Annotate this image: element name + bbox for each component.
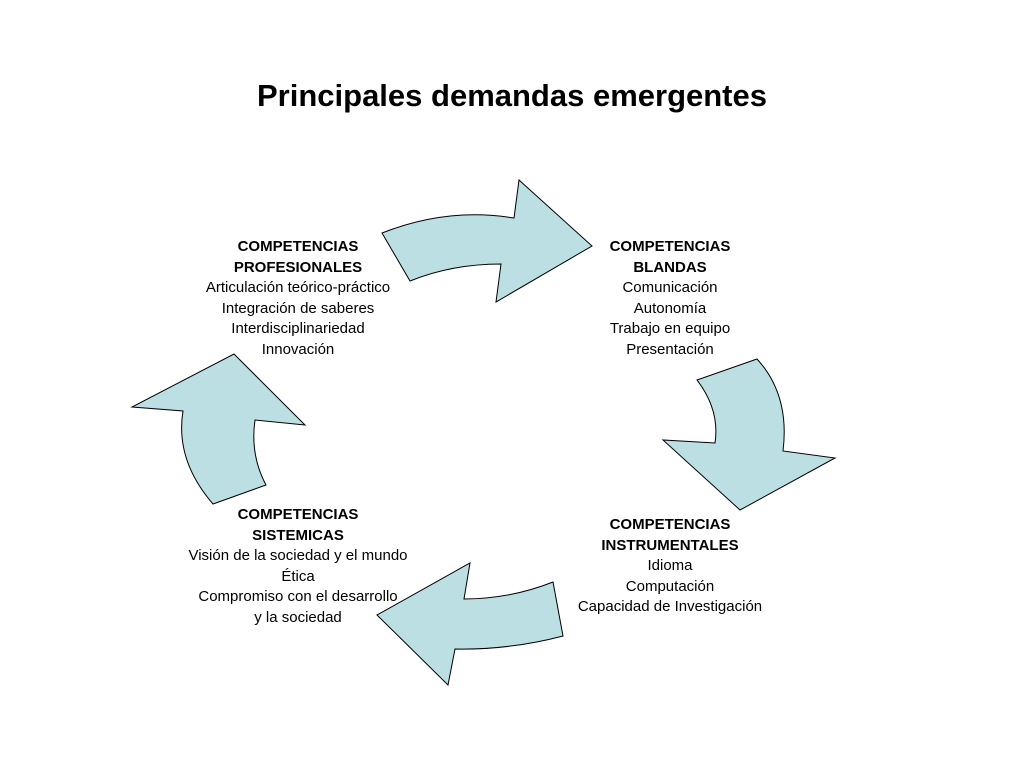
block-item: Comunicación bbox=[622, 279, 718, 297]
block-item: Innovación bbox=[261, 340, 335, 358]
arrow-instrumentales-to-sistemicas bbox=[376, 562, 564, 687]
block-heading: COMPETENCIAS bbox=[609, 238, 731, 255]
block-heading: COMPETENCIAS bbox=[237, 238, 359, 255]
block-instrumentales: COMPETENCIAS INSTRUMENTALES Idioma Compu… bbox=[545, 515, 795, 618]
block-blandas: COMPETENCIAS BLANDAS Comunicación Autono… bbox=[545, 237, 795, 361]
block-heading: COMPETENCIAS bbox=[237, 506, 359, 523]
block-item: Trabajo en equipo bbox=[609, 320, 731, 338]
block-item: Presentación bbox=[626, 340, 714, 358]
arrow-profesionales-to-blandas bbox=[381, 178, 593, 303]
block-item: Ética bbox=[281, 567, 315, 585]
block-heading: BLANDAS bbox=[633, 258, 707, 276]
block-item: Autonomía bbox=[633, 299, 707, 317]
block-item: Articulación teórico-práctico bbox=[205, 279, 391, 297]
page-title: Principales demandas emergentes bbox=[256, 78, 767, 113]
block-profesionales: COMPETENCIAS PROFESIONALES Articulación … bbox=[173, 237, 423, 361]
block-item: Interdisciplinariedad bbox=[231, 320, 365, 338]
block-sistemicas: COMPETENCIAS SISTEMICAS Visión de la soc… bbox=[173, 505, 423, 629]
block-heading: PROFESIONALES bbox=[233, 258, 363, 276]
block-heading: COMPETENCIAS bbox=[609, 516, 731, 533]
block-heading: INSTRUMENTALES bbox=[601, 536, 739, 554]
block-heading: SISTEMICAS bbox=[252, 526, 344, 544]
block-item: Visión de la sociedad y el mundo bbox=[188, 547, 408, 565]
block-item: Computación bbox=[625, 577, 715, 595]
block-item: Compromiso con el desarrollo bbox=[198, 588, 398, 606]
block-item: Capacidad de Investigación bbox=[577, 598, 763, 616]
arrow-sistemicas-to-profesionales bbox=[130, 353, 307, 505]
block-item: Integración de saberes bbox=[221, 299, 375, 317]
arrow-blandas-to-instrumentales bbox=[661, 358, 837, 511]
block-item: y la sociedad bbox=[254, 608, 342, 626]
block-item: Idioma bbox=[647, 557, 693, 575]
